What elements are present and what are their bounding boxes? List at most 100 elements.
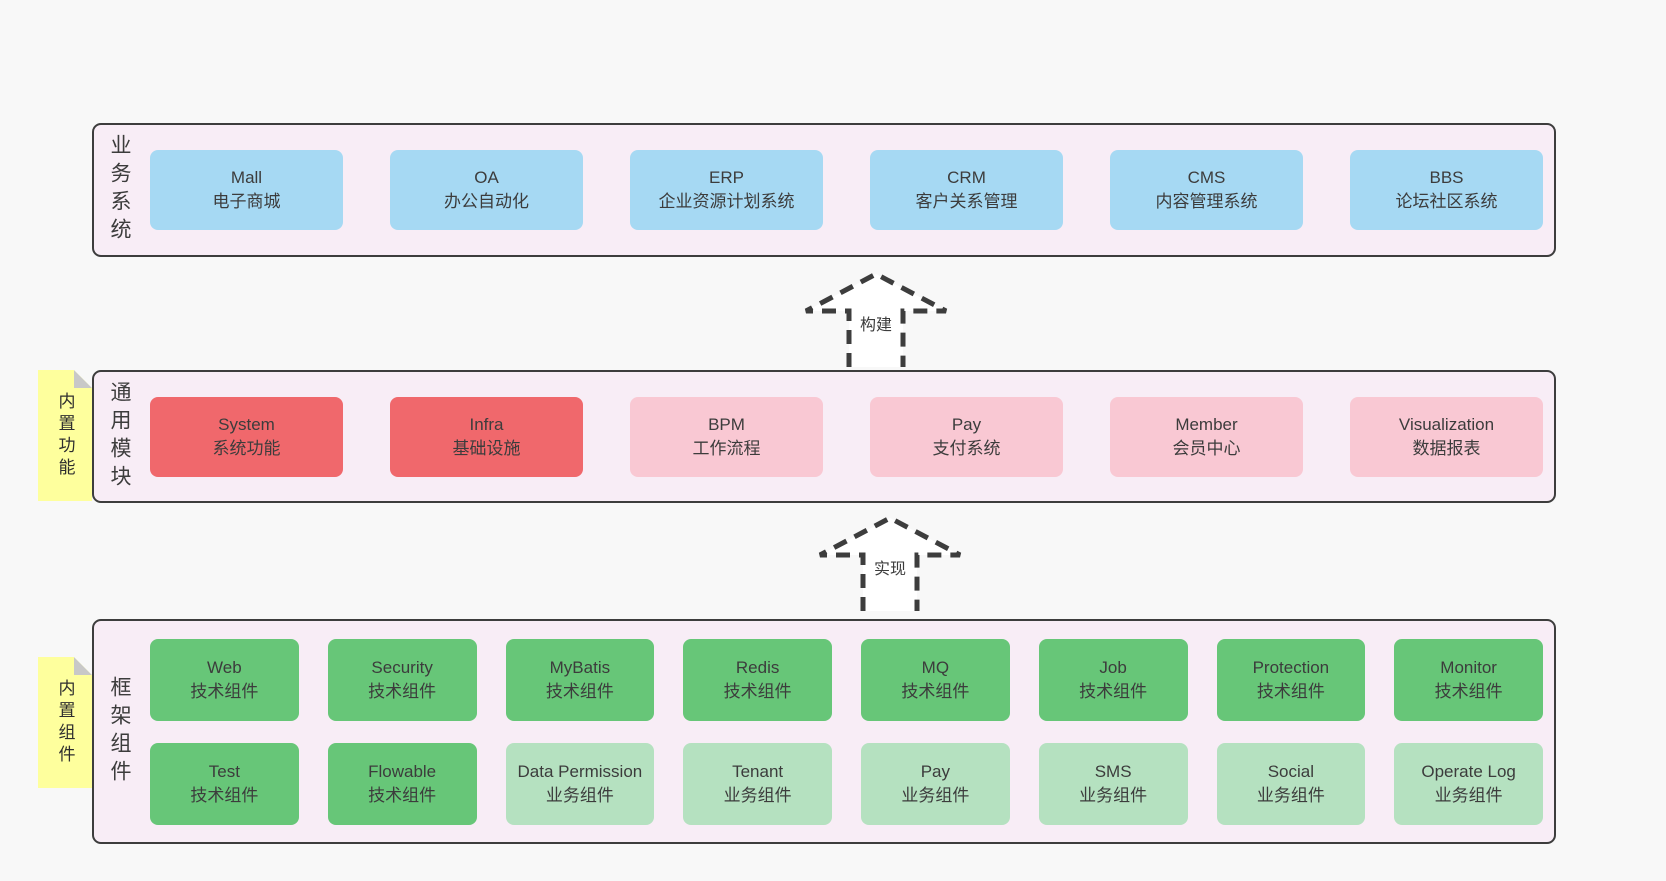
box-title: Pay xyxy=(951,414,982,434)
box-title: Data Permission xyxy=(517,761,643,781)
box-mybatis: MyBatis 技术组件 xyxy=(505,638,655,721)
sticky-note-builtin-features: 内置功能 xyxy=(38,370,92,501)
box-title: Operate Log xyxy=(1421,761,1516,781)
box-subtitle: 技术组件 xyxy=(545,681,614,701)
box-crm: CRM 客户关系管理 xyxy=(870,150,1063,230)
box-title: Member xyxy=(1175,414,1238,434)
box-job: Job 技术组件 xyxy=(1038,638,1188,721)
box-cms: CMS 内容管理系统 xyxy=(1110,150,1303,230)
box-redis: Redis 技术组件 xyxy=(683,638,832,721)
build-arrow: 构建 xyxy=(803,271,949,367)
box-title: MyBatis xyxy=(549,657,611,677)
box-subtitle: 系统功能 xyxy=(212,438,281,458)
sticky-fold-icon xyxy=(74,370,92,388)
box-title: ERP xyxy=(709,168,744,187)
box-title: System xyxy=(218,414,275,434)
box-subtitle: 客户关系管理 xyxy=(915,192,1018,211)
box-member: Member 会员中心 xyxy=(1110,396,1303,477)
layer-label-framework-components: 框架组件 xyxy=(108,675,131,788)
box-title: BPM xyxy=(708,414,745,434)
box-data-permission: Data Permission 业务组件 xyxy=(505,742,655,825)
layer-common-modules: 通用模块 System 系统功能 Infra 基础设施 BPM 工作流程 Pay 支付系统 Me… xyxy=(92,370,1556,503)
box-row: System 系统功能 Infra 基础设施 BPM 工作流程 Pay 支付系统 Member 会… xyxy=(150,396,1543,477)
box-title: MQ xyxy=(921,657,950,677)
box-subtitle: 业务组件 xyxy=(723,785,792,805)
sticky-label: 内置组件 xyxy=(55,678,75,767)
box-title: BBS xyxy=(1429,168,1464,187)
box-rows: System 系统功能 Infra 基础设施 BPM 工作流程 Pay 支付系统 Member 会… xyxy=(150,372,1543,501)
box-subtitle: 会员中心 xyxy=(1172,438,1241,458)
box-social: Social 业务组件 xyxy=(1216,742,1366,825)
box-title: Redis xyxy=(735,657,780,677)
box-subtitle: 业务组件 xyxy=(545,785,614,805)
box-title: CMS xyxy=(1187,168,1226,187)
box-title: OA xyxy=(474,168,499,187)
box-title: Infra xyxy=(469,414,504,434)
box-title: Security xyxy=(371,657,433,677)
box-title: CRM xyxy=(947,168,986,187)
box-title: Web xyxy=(207,657,242,677)
box-subtitle: 办公自动化 xyxy=(444,192,529,211)
box-system: System 系统功能 xyxy=(150,396,343,477)
box-mq: MQ 技术组件 xyxy=(861,638,1010,721)
box-subtitle: 论坛社区系统 xyxy=(1395,192,1498,211)
box-title: Protection xyxy=(1252,657,1330,677)
box-subtitle: 内容管理系统 xyxy=(1155,192,1258,211)
box-subtitle: 业务组件 xyxy=(1079,785,1148,805)
sticky-label: 内置功能 xyxy=(55,391,75,480)
box-title: Mall xyxy=(230,168,263,187)
box-subtitle: 业务组件 xyxy=(901,785,970,805)
box-protection: Protection 技术组件 xyxy=(1216,638,1366,721)
box-subtitle: 业务组件 xyxy=(1256,785,1325,805)
box-subtitle: 技术组件 xyxy=(1434,681,1503,701)
box-subtitle: 基础设施 xyxy=(452,438,521,458)
box-bbs: BBS 论坛社区系统 xyxy=(1350,150,1543,230)
box-subtitle: 数据报表 xyxy=(1412,438,1481,458)
box-bpm: BPM 工作流程 xyxy=(630,396,823,477)
box-subtitle: 技术组件 xyxy=(723,681,792,701)
sticky-note-builtin-components: 内置组件 xyxy=(38,657,92,788)
sticky-fold-icon xyxy=(74,657,92,675)
box-subtitle: 技术组件 xyxy=(1079,681,1148,701)
box-title: Flowable xyxy=(368,761,437,781)
box-test: Test 技术组件 xyxy=(150,742,299,825)
box-mall: Mall 电子商城 xyxy=(150,150,343,230)
box-title: Test xyxy=(208,761,240,781)
box-erp: ERP 企业资源计划系统 xyxy=(630,150,823,230)
box-oa: OA 办公自动化 xyxy=(390,150,583,230)
box-pay: Pay 支付系统 xyxy=(870,396,1063,477)
box-subtitle: 电子商城 xyxy=(212,192,281,211)
layer-label-business-systems: 业务系统 xyxy=(108,134,131,246)
box-title: Monitor xyxy=(1440,657,1497,677)
box-infra: Infra 基础设施 xyxy=(390,396,583,477)
box-monitor: Monitor 技术组件 xyxy=(1394,638,1543,721)
box-row: Mall 电子商城 OA 办公自动化 ERP 企业资源计划系统 CRM 客户关系管理 CMS 内容… xyxy=(150,150,1543,230)
box-subtitle: 技术组件 xyxy=(190,785,259,805)
box-subtitle: 技术组件 xyxy=(901,681,970,701)
box-subtitle: 工作流程 xyxy=(692,438,761,458)
box-subtitle: 技术组件 xyxy=(1256,681,1325,701)
box-tenant: Tenant 业务组件 xyxy=(683,742,832,825)
box-subtitle: 企业资源计划系统 xyxy=(658,192,795,211)
box-rows: Mall 电子商城 OA 办公自动化 ERP 企业资源计划系统 CRM 客户关系管理 CMS 内容… xyxy=(150,125,1543,255)
box-title: Pay xyxy=(920,761,951,781)
box-title: Social xyxy=(1267,761,1315,781)
layer-business-systems: 业务系统 Mall 电子商城 OA 办公自动化 ERP 企业资源计划系统 CRM 客户关系管理… xyxy=(92,123,1556,257)
implement-arrow: 实现 xyxy=(817,515,963,611)
layer-label-common-modules: 通用模块 xyxy=(108,380,131,493)
box-title: Job xyxy=(1099,657,1127,677)
implement-arrow-label: 实现 xyxy=(869,553,911,587)
box-subtitle: 支付系统 xyxy=(932,438,1001,458)
box-title: Tenant xyxy=(732,761,784,781)
